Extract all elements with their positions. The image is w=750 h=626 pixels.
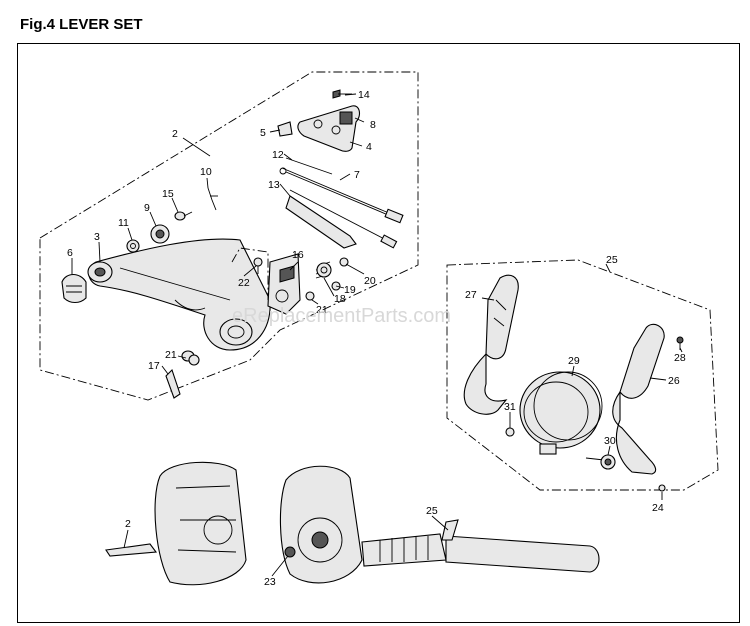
clip-part	[277, 121, 293, 137]
bolt-part	[174, 211, 193, 221]
knob-30-part	[585, 454, 616, 470]
callout-16: 16	[292, 249, 304, 261]
figure-title: Fig.4 LEVER SET	[20, 16, 143, 33]
blower-assembly-left-illustration	[105, 461, 247, 586]
handle-grip-left-part	[463, 274, 519, 415]
callout-31: 31	[504, 401, 516, 413]
latch-part	[61, 273, 87, 304]
callout-17: 17	[148, 360, 160, 372]
throttle-cable-part	[281, 167, 404, 249]
callout-27: 27	[465, 289, 477, 301]
callout-6: 6	[67, 247, 73, 259]
callout-22: 22	[238, 277, 250, 289]
screw-24-part	[658, 484, 666, 492]
lever-arm-part	[87, 238, 271, 351]
callout-15: 15	[162, 188, 174, 200]
callout-3: 3	[94, 231, 100, 243]
callout-2: 2	[172, 128, 178, 140]
callout-26: 26	[668, 375, 680, 387]
callout-5: 5	[260, 127, 266, 139]
callout-4: 4	[366, 141, 372, 153]
watermark: eReplacementParts.com	[232, 305, 451, 327]
pin-part	[207, 187, 218, 211]
callout-9: 9	[144, 202, 150, 214]
handle-grip-right-part	[612, 323, 665, 475]
callout-23: 23	[264, 576, 276, 588]
callout-8: 8	[370, 119, 376, 131]
cable-tube-part	[285, 195, 357, 249]
cover-plate-part	[297, 105, 361, 152]
callout-11: 11	[118, 217, 129, 229]
nut-part	[150, 224, 170, 244]
blower-assembly-right-illustration	[279, 465, 600, 584]
washer-21b-part	[188, 354, 200, 366]
screw-22-part	[253, 257, 263, 274]
spring-part	[315, 261, 332, 279]
callout-12: 12	[272, 149, 284, 161]
callout-10: 10	[200, 166, 212, 178]
handle-set-group-outline	[446, 259, 719, 491]
callout-28: 28	[674, 352, 686, 364]
callout-30: 30	[604, 435, 616, 447]
callout-21-lower: 21	[165, 349, 177, 361]
callout-21-upper: 21	[316, 304, 328, 316]
callout-25-handle: 25	[606, 254, 618, 266]
sub-group-outline	[231, 247, 269, 300]
callout-18: 18	[334, 293, 346, 305]
callout-25-assembly: 25	[426, 505, 438, 517]
cable-end-part	[279, 157, 333, 175]
callout-29: 29	[568, 355, 580, 367]
callout-7: 7	[354, 169, 360, 181]
screw-part	[332, 89, 352, 99]
leader-lines	[71, 93, 683, 577]
washer-hole	[130, 243, 136, 249]
clamp-band-part	[519, 371, 603, 455]
washer-21-part	[305, 291, 315, 301]
screw-31-part	[505, 427, 515, 437]
lever-set-group-outline	[39, 71, 419, 401]
diagram-frame	[17, 43, 740, 623]
callout-2-assembly: 2	[125, 518, 131, 530]
callout-14: 14	[358, 89, 370, 101]
callout-13: 13	[268, 179, 280, 191]
callout-19: 19	[344, 284, 356, 296]
washer-part	[126, 239, 140, 253]
callout-24: 24	[652, 502, 664, 514]
callout-20: 20	[364, 275, 376, 287]
